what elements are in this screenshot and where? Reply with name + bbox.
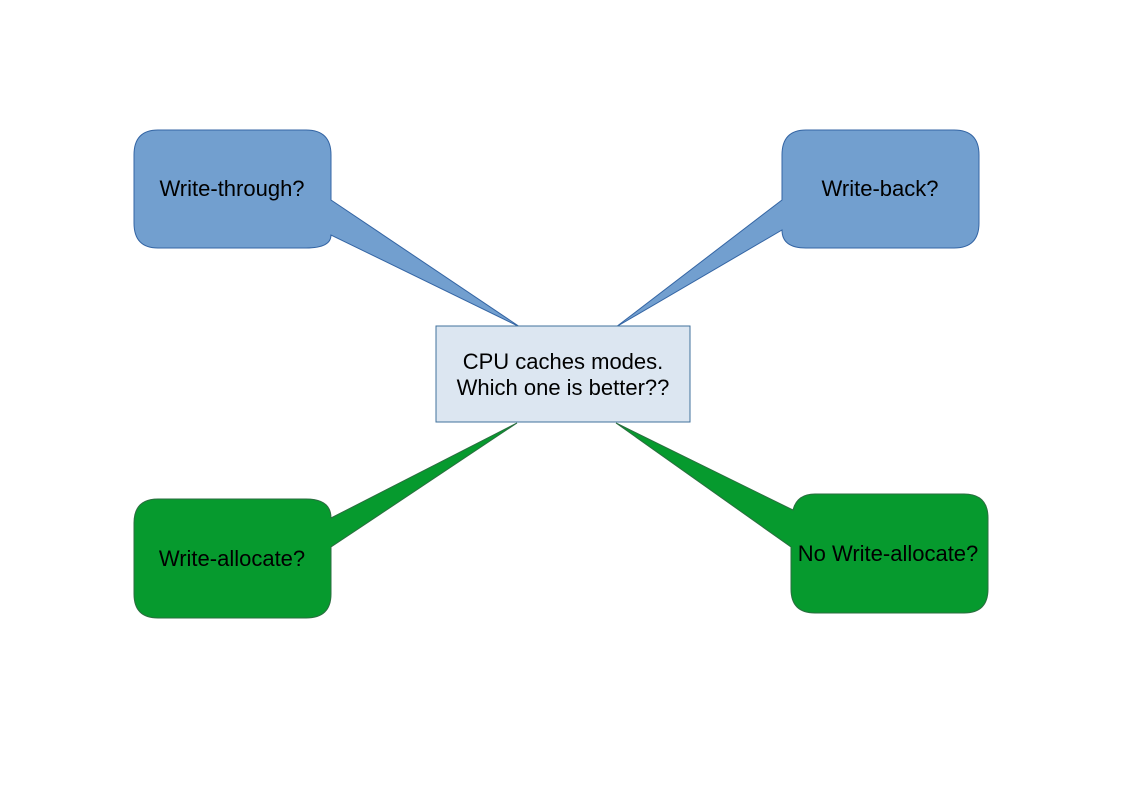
- center-box-line2: Which one is better??: [457, 375, 670, 400]
- callout-write-allocate-label: Write-allocate?: [159, 546, 305, 571]
- callout-write-through-shape: [133, 129, 521, 328]
- callout-write-back-shape: [615, 129, 980, 328]
- callout-write-back-label: Write-back?: [822, 176, 939, 201]
- callout-no-write-allocate: No Write-allocate?: [615, 422, 989, 614]
- callout-write-back: Write-back?: [615, 129, 980, 328]
- center-box-line1: CPU caches modes.: [463, 349, 664, 374]
- callout-write-through-label: Write-through?: [159, 176, 304, 201]
- callout-no-write-allocate-shape: [615, 422, 989, 614]
- callout-write-allocate-shape: [133, 422, 518, 619]
- callout-no-write-allocate-label: No Write-allocate?: [798, 541, 979, 566]
- center-box-shape: [435, 325, 691, 423]
- callout-write-allocate: Write-allocate?: [133, 422, 518, 619]
- callout-write-through: Write-through?: [133, 129, 521, 328]
- center-box: CPU caches modes. Which one is better??: [435, 325, 691, 423]
